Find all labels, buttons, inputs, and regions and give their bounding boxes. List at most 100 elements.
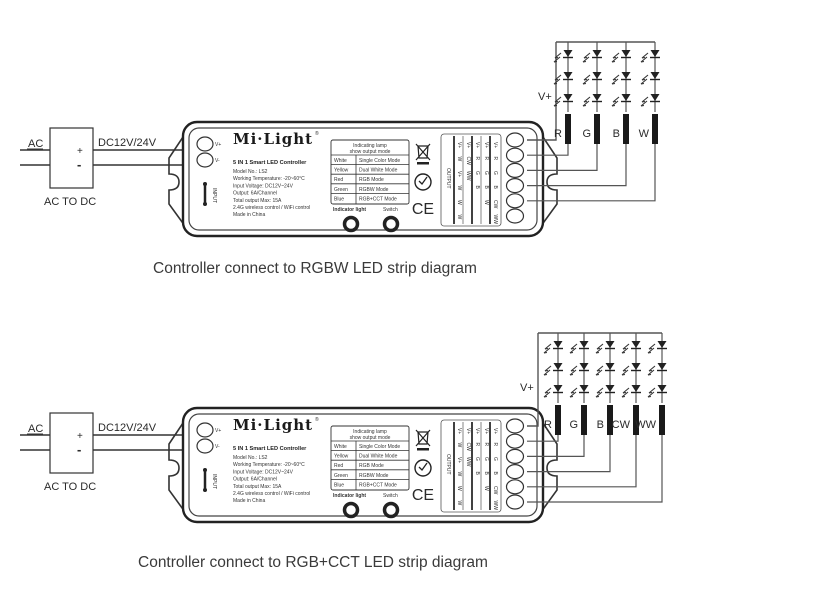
output-pin-label: V+ <box>456 142 462 148</box>
arrowhead <box>582 100 588 107</box>
led-diode-icon <box>563 72 573 79</box>
mode-table-color: Yellow <box>334 454 349 460</box>
output-pin-label: CW <box>492 486 498 495</box>
led-diode-icon <box>592 72 602 79</box>
led-diode-icon <box>631 341 641 348</box>
light-emission-arrows-icon <box>647 387 656 398</box>
led-diode-icon <box>579 363 589 370</box>
output-pin-label: B <box>483 186 489 190</box>
light-emission-arrows-icon <box>595 387 604 398</box>
mode-table-mode: RGB+CCT Mode <box>359 482 397 488</box>
light-emission-arrows-icon <box>621 365 630 376</box>
weee-bin-icon <box>415 143 431 161</box>
led-diode-icon <box>563 94 573 101</box>
arrowhead <box>621 391 627 398</box>
channel-return-wire <box>527 435 585 457</box>
arrowhead <box>647 369 653 376</box>
minus-sign: - <box>77 442 81 457</box>
light-emission-arrows-icon <box>640 52 649 63</box>
resistor <box>565 114 571 144</box>
diagram-caption: Controller connect to RGBW LED strip dia… <box>153 260 477 277</box>
input-terminal-label: V- <box>215 158 220 164</box>
ac-to-dc-converter-box <box>49 127 94 189</box>
channel-return-wire <box>527 435 637 488</box>
led-channel-g: G <box>527 333 589 457</box>
spec-line: Output: 6A/Channel <box>233 191 277 197</box>
spec-line: 2.4G wireless control / WiFi control <box>233 205 310 211</box>
output-pin-label: WW <box>465 457 471 467</box>
output-pin-label: V+ <box>465 428 471 434</box>
diagram-caption: Controller connect to RGB+CCT LED strip … <box>138 554 488 571</box>
output-pin-label: W <box>456 486 462 491</box>
output-pin-label: WW <box>492 215 498 225</box>
arrowhead <box>647 391 653 398</box>
left-mounting-ear <box>168 419 186 513</box>
arrowhead <box>640 100 646 107</box>
switch-label: Switch <box>383 207 398 213</box>
arrowhead <box>640 78 646 85</box>
resistor <box>555 405 561 435</box>
vplus-label: V+ <box>538 91 552 103</box>
mode-table-color: Red <box>334 177 343 183</box>
channel-return-wire <box>527 435 611 473</box>
spec-line: Made in China <box>233 498 265 504</box>
ce-mark: CE <box>412 201 434 218</box>
light-emission-arrows-icon <box>553 74 562 85</box>
led-diode-icon <box>605 363 615 370</box>
spec-line: Input Voltage: DC12V~24V <box>233 469 294 475</box>
light-emission-arrows-icon <box>543 343 552 354</box>
light-emission-arrows-icon <box>569 387 578 398</box>
led-diode-icon <box>553 385 563 392</box>
mode-table-mode: RGBW Mode <box>359 473 389 479</box>
mode-table-color: Yellow <box>334 168 349 174</box>
weee-bin-icon <box>415 429 431 447</box>
light-emission-arrows-icon <box>582 96 591 107</box>
output-pin-label: CW <box>465 443 471 452</box>
output-terminal <box>505 418 525 434</box>
channel-label: R <box>544 419 552 431</box>
output-pin-label: V+ <box>456 428 462 434</box>
mode-table-mode: Single Color Mode <box>359 158 400 164</box>
output-terminal <box>505 464 525 480</box>
channel-return-wire <box>527 144 627 187</box>
channel-return-wire <box>527 435 663 503</box>
light-emission-arrows-icon <box>582 74 591 85</box>
output-terminal <box>505 147 525 163</box>
output-pin-label: G <box>483 457 489 461</box>
channel-return-wire <box>527 144 656 202</box>
registered-mark: ® <box>315 416 319 423</box>
arrowhead <box>569 391 575 398</box>
light-emission-arrows-icon <box>543 387 552 398</box>
spec-line: Input Voltage: DC12V~24V <box>233 183 294 189</box>
led-diode-icon <box>592 50 602 57</box>
weee-bin-icon-bar <box>417 162 429 165</box>
light-emission-arrows-icon <box>647 365 656 376</box>
rohs-check-icon <box>418 462 428 472</box>
indicator-light <box>342 215 360 233</box>
channel-label: CW <box>612 419 631 431</box>
led-diode-icon <box>631 363 641 370</box>
mode-table-mode: RGB+CCT Mode <box>359 196 397 202</box>
output-terminal <box>505 433 525 449</box>
led-diode-icon <box>605 385 615 392</box>
indicator-light <box>342 501 360 519</box>
input-terminal-label: V+ <box>215 428 221 434</box>
input-label: INPUT <box>211 474 217 489</box>
light-emission-arrows-icon <box>569 365 578 376</box>
output-pin-label: V+ <box>474 428 480 434</box>
indicator-light-label: Indicator light <box>333 207 366 213</box>
light-emission-arrows-icon <box>647 343 656 354</box>
input-terminal-label: V- <box>215 444 220 450</box>
output-label: OUTPUT <box>445 168 451 189</box>
output-pin-label: B <box>492 472 498 476</box>
output-pin-label: CW <box>465 157 471 166</box>
output-pin-label: R <box>483 443 489 447</box>
mode-table-mode: RGB Mode <box>359 177 384 183</box>
product-name: 5 IN 1 Smart LED Controller <box>233 446 307 452</box>
output-pin-label: V+ <box>456 171 462 177</box>
arrowhead <box>611 100 617 107</box>
led-diode-icon <box>657 341 667 348</box>
